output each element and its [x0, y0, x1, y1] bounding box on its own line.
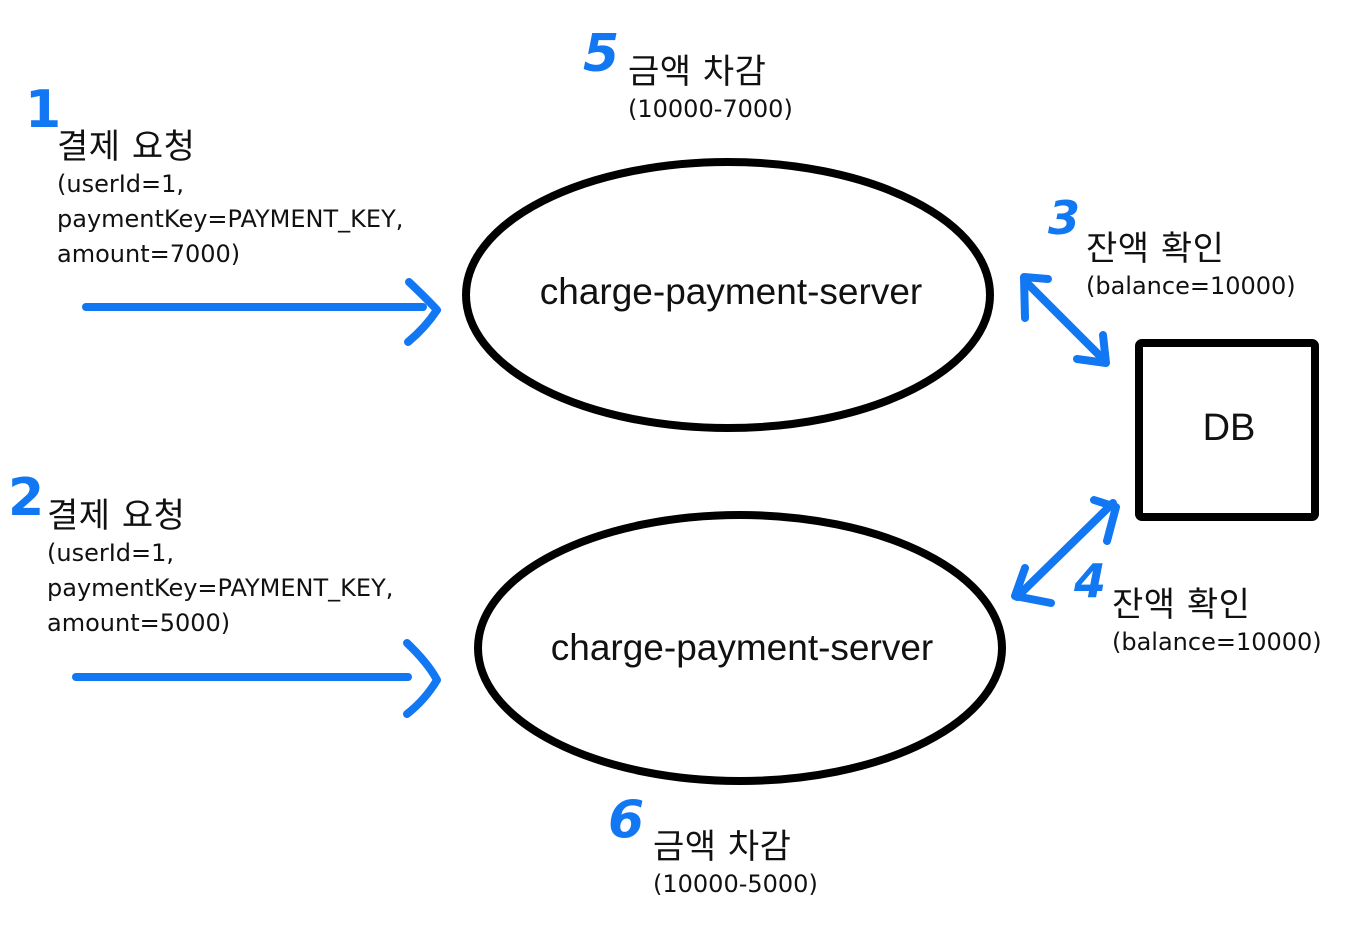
step-5-label: 금액 차감 (10000-7000)	[628, 52, 793, 127]
server-top-label: charge-payment-server	[540, 271, 922, 312]
server-top-node[interactable]	[462, 158, 994, 432]
step-5-detail-1: (10000-7000)	[628, 95, 793, 123]
step-2-detail-3: amount=5000)	[47, 609, 231, 637]
step-number-2: 2	[8, 468, 45, 528]
step-4-label: 잔액 확인 (balance=10000)	[1112, 585, 1322, 660]
arrow-balance-check-4	[1011, 496, 1120, 607]
server-bottom-label: charge-payment-server	[551, 627, 933, 668]
step-1-detail-1: (userId=1,	[57, 170, 185, 198]
step-1-label: 결제 요청 (userId=1, paymentKey=PAYMENT_KEY,…	[57, 127, 403, 272]
step-4-detail-1: (balance=10000)	[1112, 628, 1322, 656]
step-number-1: 1	[25, 80, 62, 140]
step-3-title: 잔액 확인	[1086, 229, 1225, 269]
arrow-balance-check-3	[1020, 273, 1110, 367]
step-2-detail-1: (userId=1,	[47, 539, 175, 567]
step-6-label: 금액 차감 (10000-5000)	[653, 827, 818, 902]
step-number-5: 5	[583, 24, 620, 84]
step-3-detail-1: (balance=10000)	[1086, 272, 1296, 300]
db-node[interactable]	[1135, 339, 1319, 521]
step-2-label: 결제 요청 (userId=1, paymentKey=PAYMENT_KEY,…	[47, 496, 393, 641]
step-number-3: 3	[1048, 191, 1081, 245]
step-4-title: 잔액 확인	[1112, 585, 1251, 625]
server-bottom-node[interactable]	[474, 511, 1006, 785]
arrow-request-2	[72, 639, 441, 718]
step-number-4: 4	[1074, 554, 1107, 608]
step-2-detail-2: paymentKey=PAYMENT_KEY,	[47, 574, 394, 602]
arrow-request-1	[82, 278, 441, 346]
db-label: DB	[1203, 407, 1256, 449]
step-number-6: 6	[608, 790, 645, 850]
step-1-detail-2: paymentKey=PAYMENT_KEY,	[57, 205, 404, 233]
step-1-title: 결제 요청	[57, 127, 196, 167]
step-6-detail-1: (10000-5000)	[653, 870, 818, 898]
step-6-title: 금액 차감	[653, 827, 792, 867]
step-2-title: 결제 요청	[47, 496, 186, 536]
step-3-label: 잔액 확인 (balance=10000)	[1086, 229, 1296, 304]
step-5-title: 금액 차감	[628, 52, 767, 92]
step-1-detail-3: amount=7000)	[57, 240, 241, 268]
